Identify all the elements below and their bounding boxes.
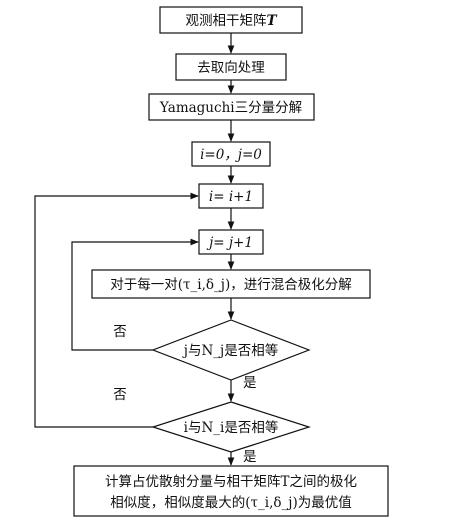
node-observe: 观测相干矩阵T: [159, 6, 303, 34]
node-yamaguchi: Yamaguchi三分量分解: [148, 93, 315, 121]
svg-text:观测相干矩阵T: 观测相干矩阵T: [185, 13, 277, 29]
node-result-line2: 相似度，相似度最大的(τ_i,δ_j)为最优值: [110, 495, 351, 511]
edge-condj-no-loop: [71, 238, 199, 351]
node-observe-var: T: [266, 13, 277, 29]
node-yamaguchi-label: Yamaguchi三分量分解: [159, 100, 302, 116]
node-result-line1: 计算占优散射分量与相干矩阵T之间的极化: [105, 474, 357, 490]
node-hybrid: 对于每一对(τ_i,δ_j)，进行混合极化分解: [91, 269, 371, 299]
label-no-i: 否: [113, 387, 127, 403]
label-yes-i: 是: [243, 449, 257, 465]
node-deorient: 去取向处理: [175, 53, 287, 81]
node-init-label: i=0，j=0: [200, 147, 262, 163]
node-init: i=0，j=0: [191, 141, 271, 167]
edge-condi-no-loop: [34, 192, 199, 428]
decision-i: i与N_i是否相等: [151, 401, 311, 453]
decision-j: j与N_j是否相等: [151, 319, 311, 381]
node-inc-i: i= i+1: [198, 183, 264, 209]
node-hybrid-label: 对于每一对(τ_i,δ_j)，进行混合极化分解: [110, 277, 351, 293]
node-deorient-label: 去取向处理: [197, 60, 265, 76]
node-observe-label: 观测相干矩阵: [185, 13, 266, 29]
node-inc-i-label: i= i+1: [209, 189, 253, 205]
label-yes-j: 是: [243, 375, 257, 391]
label-no-j: 否: [113, 324, 127, 340]
node-inc-j-label: j= j+1: [206, 235, 253, 251]
node-result: 计算占优散射分量与相干矩阵T之间的极化 相似度，相似度最大的(τ_i,δ_j)为…: [73, 465, 389, 517]
decision-j-label: j与N_j是否相等: [182, 342, 278, 359]
decision-i-label: i与N_i是否相等: [184, 419, 279, 436]
node-inc-j: j= j+1: [198, 229, 264, 255]
